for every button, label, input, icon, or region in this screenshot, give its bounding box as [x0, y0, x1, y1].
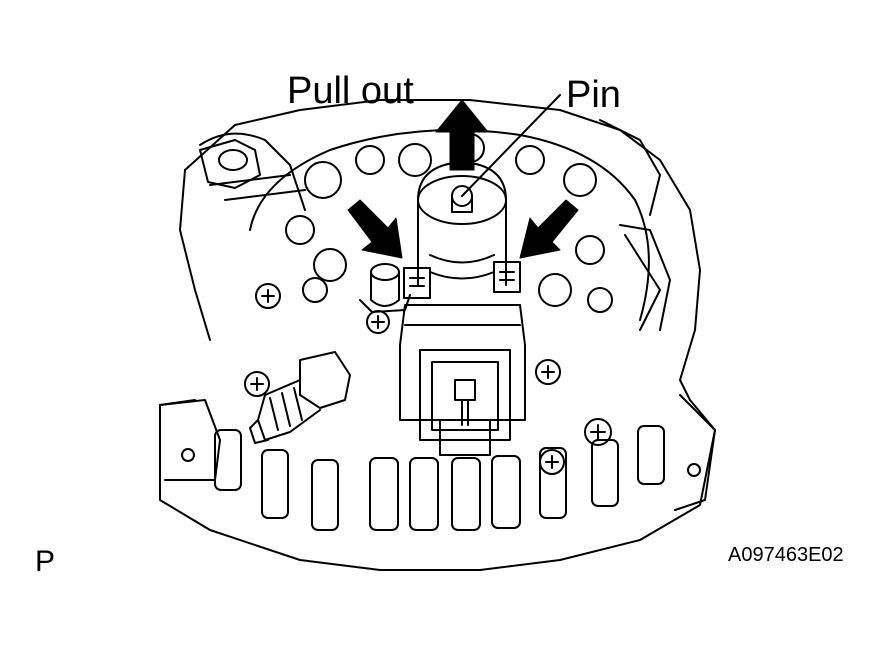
brush-holder-cap [417, 161, 507, 286]
screw-left [255, 283, 281, 309]
screw-mid-left [366, 310, 390, 334]
pin-label: Pin [566, 74, 621, 116]
screw-right-lower [584, 418, 612, 446]
figure-code: A097463E02 [728, 544, 844, 566]
screw-bottom-right [539, 449, 565, 475]
terminal-post [359, 263, 411, 313]
b-terminal-stud [249, 351, 351, 444]
pin-leader-line [461, 94, 561, 197]
mounting-screws [244, 283, 612, 475]
left-clip-arrow [347, 199, 403, 259]
pull-out-label: Pull out [287, 70, 414, 112]
cooling-slots [159, 394, 716, 571]
cap-clips [403, 261, 521, 299]
pull-out-arrow [435, 99, 489, 171]
screw-low-left [244, 371, 270, 397]
rear-cover [249, 129, 650, 321]
screw-right [535, 359, 561, 385]
alternator-housing [179, 99, 701, 401]
connector-housing [399, 304, 526, 456]
p-mark: P [35, 545, 56, 578]
right-clip-arrow [519, 199, 579, 259]
